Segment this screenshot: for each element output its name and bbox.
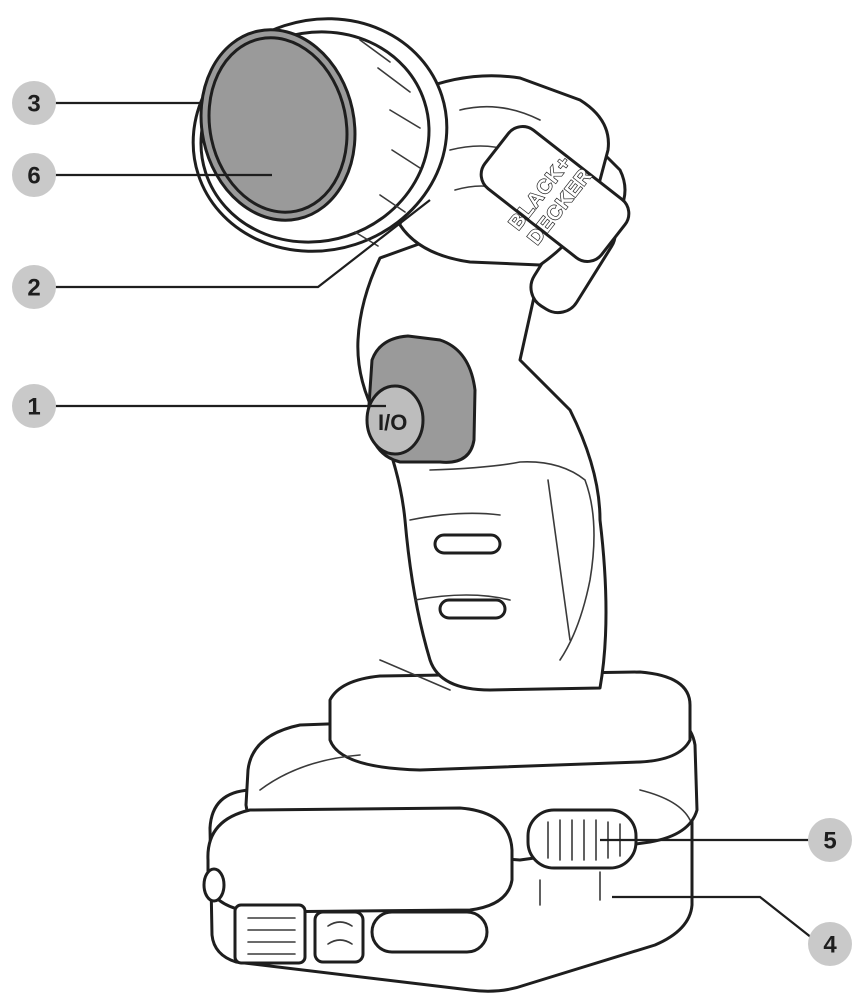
callout-6: 6 — [12, 153, 56, 197]
callout-2-number: 2 — [27, 275, 40, 302]
leader-4 — [612, 895, 813, 939]
callout-5-number: 5 — [823, 828, 836, 855]
callout-1: 1 — [12, 384, 56, 428]
battery-pack — [202, 670, 699, 993]
power-switch: I/O — [365, 334, 477, 464]
callout-3-number: 3 — [27, 91, 40, 118]
callout-5: 5 — [808, 818, 852, 862]
lamp-head: BLACK+ DECKER — [191, 17, 631, 267]
callout-4-number: 4 — [823, 932, 837, 959]
callout-6-number: 6 — [27, 163, 40, 190]
callout-4: 4 — [808, 922, 852, 966]
callout-3: 3 — [12, 81, 56, 125]
leader-2 — [48, 199, 431, 289]
switch-label: I/O — [378, 410, 407, 435]
callout-2: 2 — [12, 265, 56, 309]
flashlight-handle — [356, 145, 627, 692]
callout-1-number: 1 — [27, 394, 40, 421]
leader-lines — [48, 101, 813, 939]
